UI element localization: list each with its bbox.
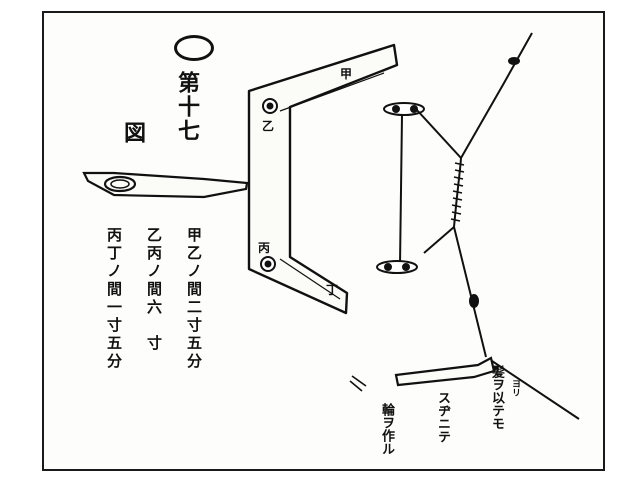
thread-lines xyxy=(415,32,580,420)
note-otsu-hei: 乙丙ノ間六 寸 xyxy=(145,227,163,353)
hole-ko xyxy=(262,98,278,114)
title-circle-mark xyxy=(174,35,214,61)
note-ko-otsu: 甲乙ノ間二寸五分 xyxy=(185,227,203,371)
label-hei: 丙 xyxy=(258,241,271,255)
note-hei-tei: 丙丁ノ間一寸五分 xyxy=(105,227,123,371)
bent-bar xyxy=(247,43,399,315)
thread-knots xyxy=(469,57,520,308)
label-tei: 丁 xyxy=(326,283,339,297)
handle-piece xyxy=(82,171,249,199)
label-otsu: 乙 xyxy=(262,119,275,133)
side-note-line1: 髪ヲ以テモ xyxy=(489,365,504,430)
side-note-line2: スヂニテ xyxy=(435,391,450,443)
side-note-line3: 輪ヲ作ル xyxy=(379,403,394,455)
figure-frame: 第十七 図 甲乙ノ間二寸五分 乙丙ノ間六 寸 丙丁ノ間一寸五分 xyxy=(42,11,605,471)
coiled-thread xyxy=(450,162,465,222)
figure-title: 図 xyxy=(120,121,146,143)
figure-number: 第十七 xyxy=(174,71,200,143)
vertical-rod xyxy=(376,102,425,274)
instrument-drawing xyxy=(82,32,580,420)
side-note-small: ヨリ xyxy=(510,379,520,397)
stray-mark xyxy=(349,375,367,392)
wire-end-bar xyxy=(394,356,496,387)
label-ko: 甲 xyxy=(340,67,353,81)
hole-hei xyxy=(260,256,276,272)
